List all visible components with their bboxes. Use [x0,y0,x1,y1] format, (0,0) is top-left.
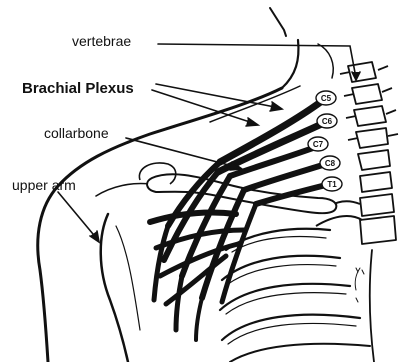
brachial-plexus-nerves [150,98,330,340]
brachial-plexus-label: Brachial Plexus [22,80,134,97]
spine [316,62,398,244]
nerve-root-c5-label: C5 [321,94,332,103]
nerve-root-t1: T1 [322,177,342,191]
vertebrae-label: vertebrae [72,33,131,49]
nerve-root-t1-label: T1 [327,180,337,189]
nerve-root-c8: C8 [320,156,340,170]
nerve-root-c7: C7 [308,137,328,151]
nerve-root-c7-label: C7 [313,140,324,149]
nerve-root-c6: C6 [317,114,337,128]
nerve-root-c5: C5 [316,91,336,105]
upper-arm-label: upper arm [12,177,76,193]
collarbone-label: collarbone [44,125,109,141]
rib-cage [220,229,374,362]
nerve-root-c6-label: C6 [322,117,333,126]
nerve-root-c8-label: C8 [325,159,336,168]
